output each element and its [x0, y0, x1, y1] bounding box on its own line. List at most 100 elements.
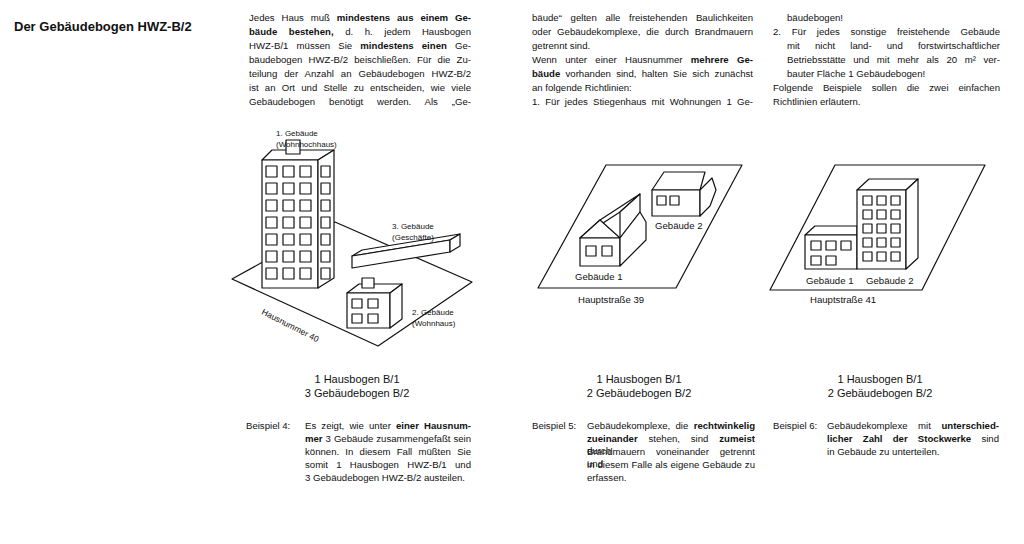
- text-line: Betriebsstätte und mit mehr als 20 m² ve…: [787, 54, 1000, 66]
- text-run: ist an Ort und Stelle zu entscheiden, wi…: [249, 82, 471, 93]
- text-run: somit 1 Hausbogen HWZ-B/1 und: [305, 459, 471, 470]
- text-run: Gebäudebogen benötigt werden. Als „Ge-: [249, 96, 471, 107]
- text-line: Jedes Haus muß mindestens aus einem Ge-: [249, 12, 471, 24]
- window: [891, 196, 900, 205]
- text-run: Gebäudekomplexe mit: [827, 420, 931, 431]
- window: [266, 251, 277, 262]
- window: [283, 234, 294, 245]
- text-run: Gebäudekomplexe, die: [587, 420, 688, 431]
- window: [321, 234, 330, 245]
- window: [321, 166, 330, 177]
- text-run: mer: [305, 433, 323, 444]
- text-line: in diesem Falle als eigene Gebäude zu: [587, 459, 755, 471]
- text-line: licher Zahl der Stockwerke sind: [827, 433, 999, 445]
- text-line: bauter Fläche 1 Gebäudebogen!: [787, 68, 925, 80]
- text-line: oder Gebäudekomplexe, die durch Brandmau…: [532, 26, 753, 38]
- form-count: 1 Hausbogen B/1: [596, 372, 681, 386]
- window: [283, 183, 294, 194]
- window: [863, 238, 872, 247]
- window: [891, 252, 900, 261]
- text-run: bäude“ gelten alle freistehenden Baulich…: [532, 12, 753, 23]
- text-run: mehrere Ge-: [691, 54, 753, 65]
- text-run: Jedes Haus muß: [249, 12, 330, 23]
- window: [321, 183, 330, 194]
- building-label: Gebäude 1: [806, 275, 853, 288]
- text-line: mer 3 Gebäude zusammengefaßt sein: [305, 433, 471, 445]
- window: [321, 200, 330, 211]
- window: [877, 238, 886, 247]
- text-run: bäudebogen!: [787, 12, 843, 23]
- text-line: Folgende Beispiele sollen die zwei einfa…: [773, 82, 1000, 94]
- example-label: Beispiel 6:: [773, 420, 817, 432]
- window: [266, 183, 277, 194]
- text-run: in Gebäude zu unterteilen.: [827, 446, 940, 457]
- example-4-drawing: [232, 140, 472, 346]
- window: [300, 251, 311, 262]
- building-label: Gebäude 1: [575, 271, 622, 284]
- example-label: Beispiel 4:: [246, 420, 290, 432]
- text-line: können. In diesem Fall müßten Sie: [305, 446, 471, 458]
- form-count: 1 Hausbogen B/1: [837, 372, 922, 386]
- text-line: in Gebäude zu unterteilen.: [827, 446, 940, 458]
- text-run: Wenn unter einer Hausnummer: [532, 54, 683, 65]
- text-run: bäude bestehen,: [249, 26, 334, 37]
- text-run: oder Gebäudekomplexe, die durch Brandmau…: [532, 26, 753, 37]
- window: [283, 268, 294, 279]
- example-label: Beispiel 5:: [532, 420, 576, 432]
- window: [266, 234, 277, 245]
- text-line: ist an Ort und Stelle zu entscheiden, wi…: [249, 82, 471, 94]
- text-run: licher Zahl der Stockwerke: [827, 433, 971, 444]
- text-line: 3 Gebäudebogen HWZ-B/2 austeilen.: [305, 472, 465, 484]
- building-callout: 3. Gebäude: [392, 221, 434, 232]
- window: [300, 217, 311, 228]
- window: [877, 224, 886, 233]
- text-line: mit nicht land- und forstwirtschaftliche…: [787, 40, 1000, 52]
- text-line: Wenn unter einer Hausnummer mehrere Ge-: [532, 54, 753, 66]
- text-line: getrennt sind.: [532, 40, 590, 52]
- text-run: Es zeigt, wie unter: [305, 420, 391, 431]
- window: [863, 252, 872, 261]
- text-line: bäudebogen!: [787, 12, 843, 24]
- example-5-drawing: [538, 165, 742, 288]
- text-run: mindestens einen: [360, 40, 447, 51]
- building-callout: (Geschäfte): [392, 232, 434, 243]
- window: [321, 251, 330, 262]
- page-title: Der Gebäudebogen HWZ-B/2: [14, 19, 192, 35]
- window: [863, 224, 872, 233]
- form-count: 2 Gebäudebogen B/2: [828, 386, 933, 400]
- text-run: 3 Gebäudebogen HWZ-B/2 austeilen.: [305, 472, 465, 483]
- text-line: bäude bestehen, d. h. jedem Hausbogen: [249, 26, 471, 38]
- building-callout: (Wohnhaus): [412, 318, 455, 329]
- text-run: 2. Für jedes sonstige freistehende Gebäu…: [773, 26, 1000, 37]
- text-run: vorhanden sind, halten Sie sich zunächst: [566, 68, 753, 79]
- text-line: Richtlinien erläutern.: [773, 96, 860, 108]
- text-run: erfassen.: [587, 472, 626, 483]
- text-line: Gebäudebogen benötigt werden. Als „Ge-: [249, 96, 471, 108]
- window: [891, 210, 900, 219]
- window: [283, 166, 294, 177]
- window: [877, 196, 886, 205]
- text-run: sind: [981, 433, 999, 444]
- window: [266, 217, 277, 228]
- text-line: erfassen.: [587, 472, 626, 484]
- window: [266, 166, 277, 177]
- text-line: bäude“ gelten alle freistehenden Baulich…: [532, 12, 753, 24]
- street-address: Hauptstraße 39: [578, 294, 644, 307]
- text-line: Gebäudekomplexe, die rechtwinkelig: [587, 420, 755, 432]
- text-run: teilung der Anzahl an Gebäudebogen HWZ-B…: [249, 68, 471, 79]
- window: [300, 183, 311, 194]
- text-run: unterschied-: [941, 420, 999, 431]
- street-address: Hauptstraße 41: [810, 294, 876, 307]
- text-run: Ge-: [455, 40, 471, 51]
- window: [877, 210, 886, 219]
- text-run: in diesem Falle als eigene Gebäude zu: [587, 459, 755, 470]
- text-line: bäudebogen HWZ-B/2 beischließen. Für die…: [249, 54, 471, 66]
- window: [891, 224, 900, 233]
- building-callout: (Wohnhochhaus): [276, 139, 337, 150]
- building-callout: 1. Gebäude: [276, 128, 318, 139]
- text-run: bäudebogen HWZ-B/2 beischließen. Für die…: [249, 54, 471, 65]
- form-count: 1 Hausbogen B/1: [314, 372, 399, 386]
- window: [300, 234, 311, 245]
- window: [300, 268, 311, 279]
